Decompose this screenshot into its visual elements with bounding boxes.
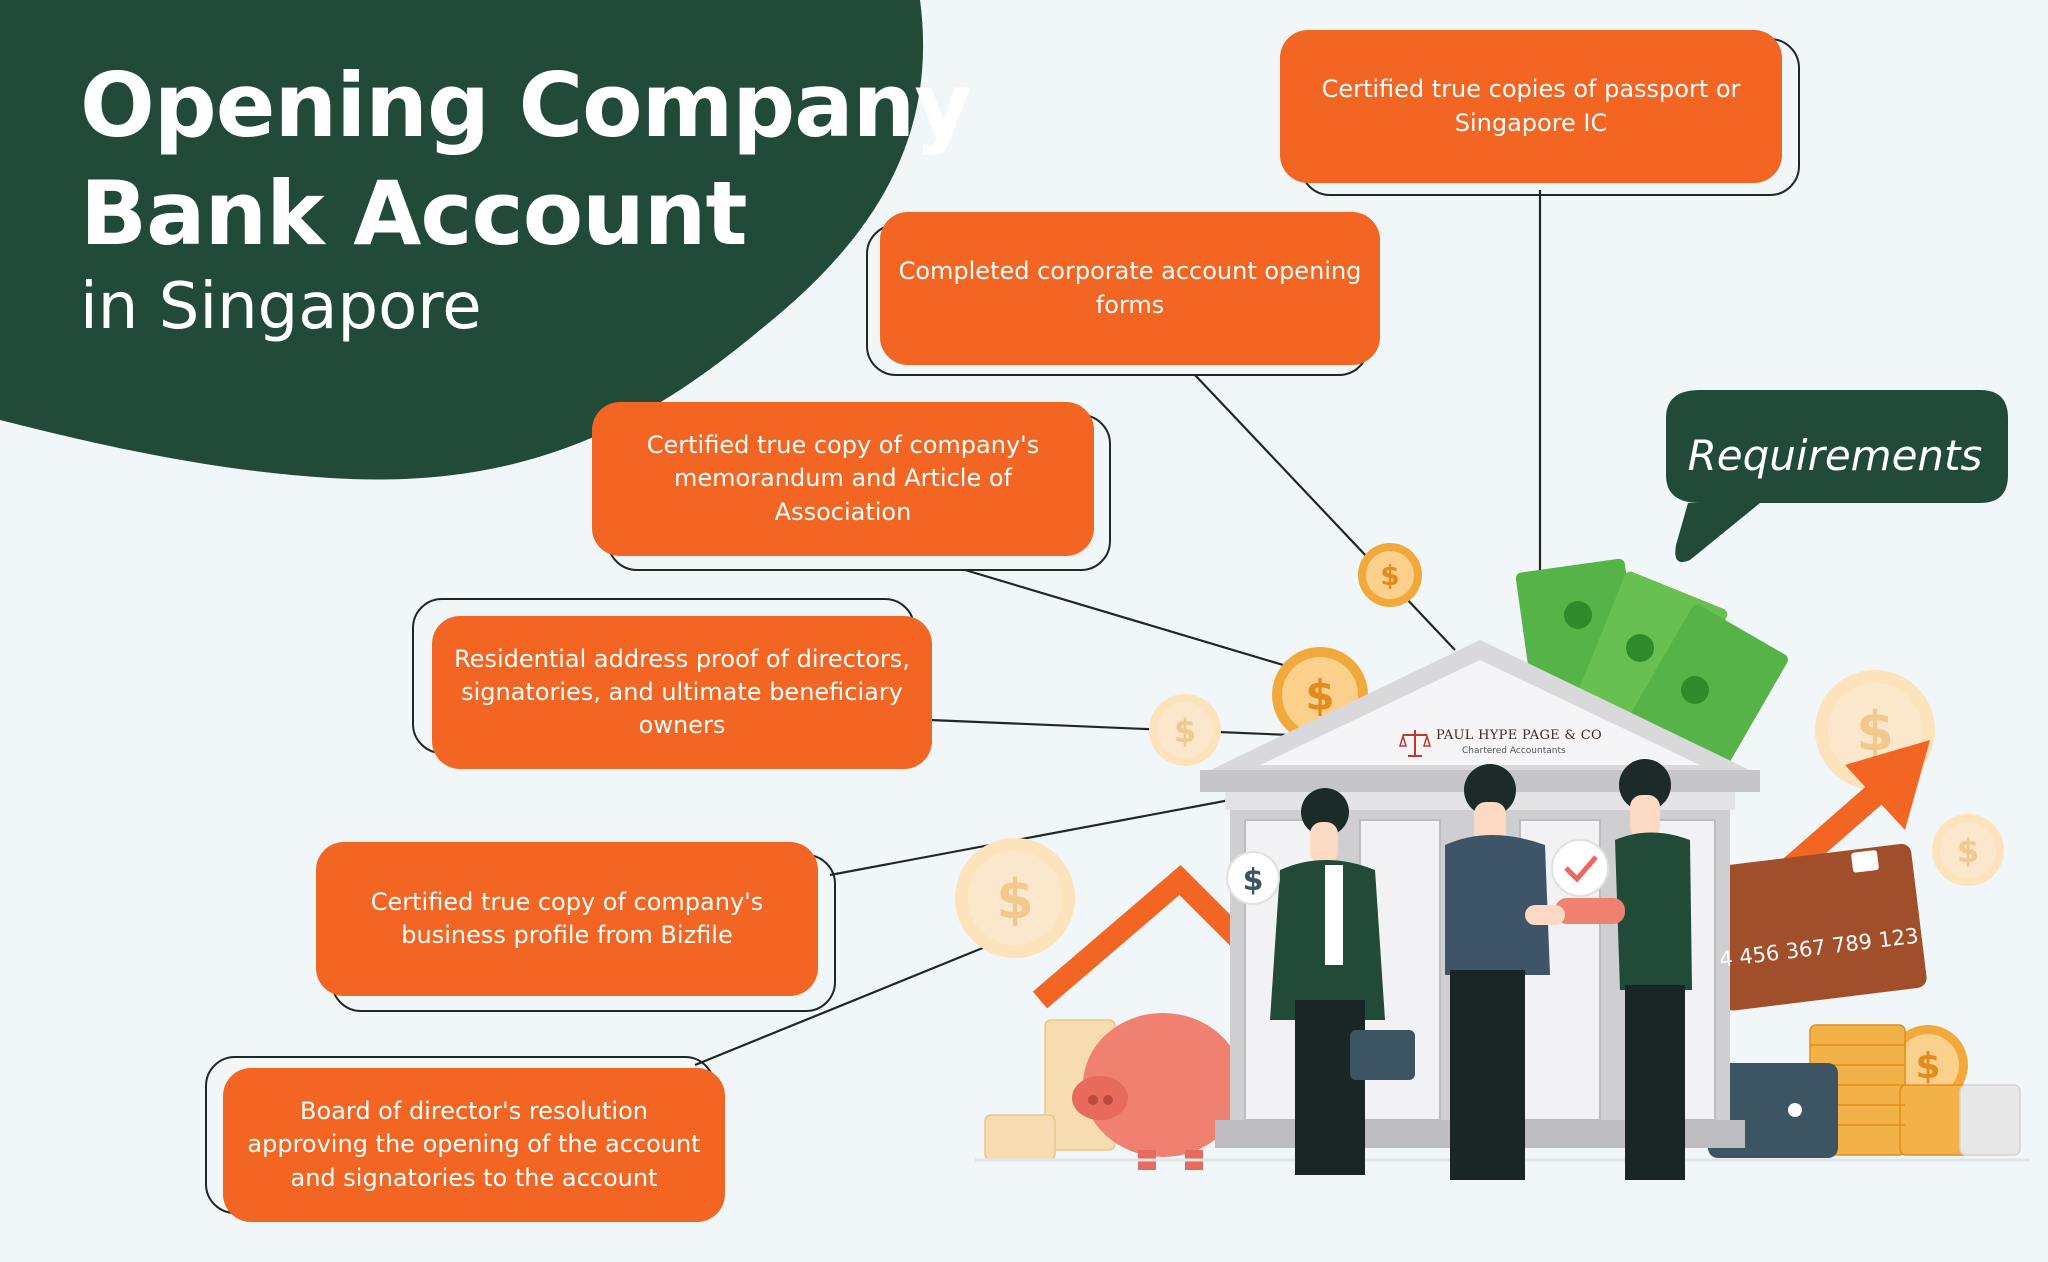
requirement-text: Completed corporate account opening form…: [880, 212, 1380, 365]
svg-text:$: $: [1305, 671, 1334, 720]
connector-lines: [694, 190, 1542, 1067]
title-line-3: in Singapore: [80, 270, 482, 344]
svg-text:$: $: [1174, 712, 1196, 750]
requirement-text: Residential address proof of directors, …: [432, 616, 932, 769]
requirements-label: Requirements: [1687, 430, 1983, 480]
dollar-chat-icon: [1226, 851, 1280, 905]
coin-group: $ $ $ $ $ $ $: [955, 543, 2004, 1105]
title-blob-shape: [0, 0, 924, 480]
requirement-text: Certified true copy of company's busines…: [316, 842, 818, 996]
requirements-bubble-shape: [1666, 390, 2008, 563]
requirement-text: Board of director's resolution approving…: [223, 1068, 725, 1222]
svg-text:$: $: [1243, 863, 1264, 898]
svg-text:$: $: [996, 868, 1034, 931]
bank-logo: PAUL HYPE PAGE & CO Chartered Accountant…: [1392, 724, 1622, 764]
bank-logo-subtitle: Chartered Accountants: [1462, 746, 1566, 756]
business-people: [1270, 759, 1692, 1180]
requirement-text: Certified true copies of passport or Sin…: [1280, 30, 1782, 183]
svg-text:$: $: [1957, 832, 1979, 870]
title-line-1: Opening Company: [80, 54, 972, 157]
svg-text:$: $: [1380, 559, 1399, 592]
svg-text:$: $: [1915, 1046, 1940, 1087]
piggy-bank-shape: [1072, 1013, 1243, 1170]
title-line-2: Bank Account: [80, 162, 748, 265]
requirement-text: Certified true copy of company's memoran…: [592, 402, 1094, 556]
check-chat-icon: [1551, 839, 1609, 897]
bank-logo-name: PAUL HYPE PAGE & CO: [1436, 728, 1602, 743]
scale-icon: [1398, 730, 1432, 757]
credit-card-shape: [1707, 843, 1927, 1011]
